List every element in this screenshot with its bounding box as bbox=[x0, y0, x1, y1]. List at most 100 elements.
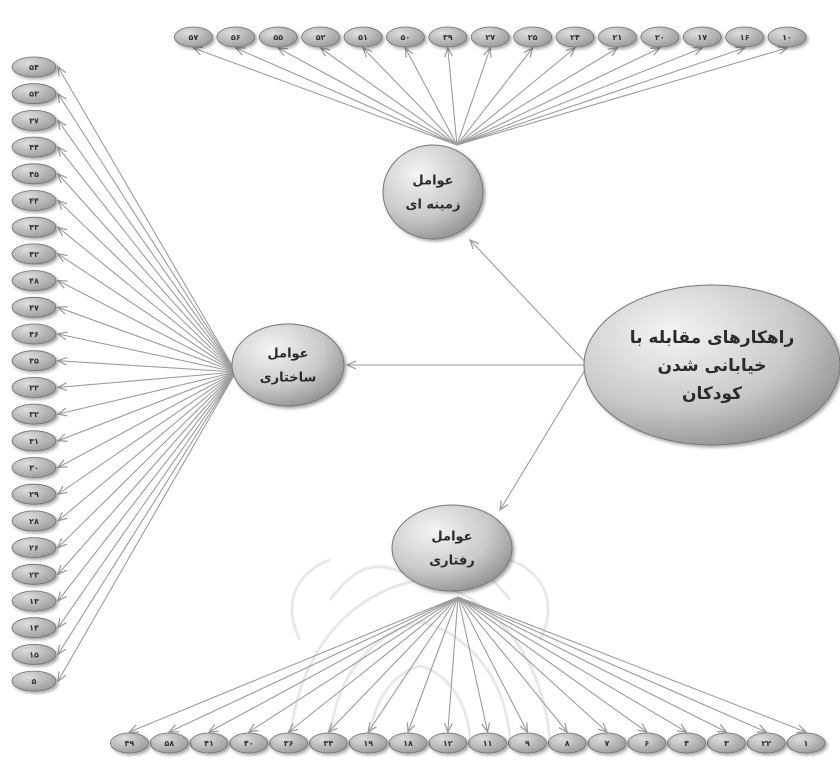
arrow-context-item bbox=[456, 48, 660, 146]
structural-item-label: ۴۵ bbox=[29, 170, 39, 179]
behavioral-item-shape bbox=[229, 732, 269, 754]
structural-item-label: ۴۴ bbox=[29, 143, 39, 152]
structural-item-label: ۵۳ bbox=[29, 90, 39, 99]
structural-item-shape bbox=[11, 350, 57, 372]
context-item: ۵۷ bbox=[173, 26, 213, 48]
arrow-structural-item bbox=[58, 371, 237, 628]
structural-item-shape bbox=[11, 537, 57, 558]
arrow-structural-item bbox=[58, 254, 237, 373]
structural-item: ۲۶ bbox=[11, 537, 57, 558]
structural-item: ۳۷ bbox=[11, 110, 57, 131]
behavioral-node-shape bbox=[391, 504, 513, 592]
context-item: ۲۴ bbox=[555, 26, 595, 48]
context-item: ۵۶ bbox=[216, 26, 256, 48]
context-item-label: ۱۶ bbox=[740, 33, 750, 42]
structural-item: ۴۲ bbox=[11, 243, 57, 265]
behavioral-item-shape bbox=[508, 732, 547, 754]
context-item-shape bbox=[470, 26, 510, 48]
arrow-behavioral-item bbox=[328, 596, 459, 732]
structural-item-shape bbox=[11, 83, 57, 105]
behavioral-item: ۱۸ bbox=[388, 732, 428, 754]
structural-item: ۴۸ bbox=[11, 270, 57, 292]
arrow-behavioral-item bbox=[129, 596, 459, 732]
structural-item-shape bbox=[11, 590, 57, 612]
behavioral-item-label: ۸ bbox=[565, 739, 570, 748]
arrow-structural-item bbox=[58, 371, 237, 654]
behavioral-item-label: ۳۴ bbox=[324, 739, 334, 748]
arrow-structural-item bbox=[58, 94, 237, 373]
arrow-structural-item bbox=[58, 371, 237, 548]
context-item-label: ۵۶ bbox=[231, 33, 241, 42]
arrow-structural-item bbox=[58, 371, 237, 574]
structural-item-label: ۴۶ bbox=[29, 330, 39, 339]
structural-item-label: ۳۷ bbox=[29, 116, 39, 125]
arrow-structural-item bbox=[58, 371, 237, 468]
structural-item-shape bbox=[11, 136, 57, 158]
behavioral-item-shape bbox=[149, 732, 189, 754]
structural-item-label: ۱۵ bbox=[29, 650, 39, 659]
arrow-behavioral-item bbox=[289, 596, 459, 732]
behavioral-item-shape bbox=[786, 732, 826, 754]
context-item-label: ۲۷ bbox=[485, 33, 495, 42]
behavioral-item: ۲۲ bbox=[746, 732, 786, 754]
context-item-label: ۲۵ bbox=[528, 33, 538, 42]
structural-item: ۳۵ bbox=[11, 350, 57, 372]
arrow-behavioral-item bbox=[457, 596, 488, 732]
arrow-root-to-context bbox=[470, 240, 589, 366]
context-item-shape bbox=[258, 26, 298, 48]
context-item-shape bbox=[767, 26, 807, 48]
structural-item: ۱۴ bbox=[11, 617, 57, 639]
behavioral-item: ۱ bbox=[786, 732, 826, 754]
context-item-label: ۲۴ bbox=[570, 33, 580, 42]
root-node-label-line: خیابانی شدن bbox=[658, 356, 767, 376]
root-node-label-line: کودکان bbox=[682, 384, 742, 404]
root-node-shape bbox=[583, 284, 840, 446]
structural-item: ۳۳ bbox=[11, 376, 57, 398]
structural-item-shape bbox=[11, 216, 57, 238]
root-node-label-line: راهکارهای مقابله با bbox=[630, 328, 795, 348]
behavioral-item: ۱۲ bbox=[428, 732, 468, 754]
arrow-context-item bbox=[456, 48, 745, 146]
structural-item-label: ۵ bbox=[32, 677, 37, 686]
context-item: ۱۷ bbox=[682, 26, 722, 48]
behavioral-item: ۹ bbox=[508, 732, 547, 754]
structural-item: ۴۴ bbox=[11, 136, 57, 158]
behavioral-item: ۳ bbox=[707, 732, 746, 754]
behavioral-item: ۱۱ bbox=[468, 732, 508, 754]
behavioral-item: ۶ bbox=[627, 732, 667, 754]
arrow-structural-item bbox=[58, 120, 237, 373]
context-item-label: ۵۱ bbox=[358, 33, 368, 42]
structural-item: ۱۳ bbox=[11, 590, 57, 612]
behavioral-item-label: ۷ bbox=[605, 739, 610, 748]
context-item: ۲۱ bbox=[598, 26, 637, 48]
structural-item-shape bbox=[11, 617, 57, 639]
context-item-label: ۱۰ bbox=[782, 33, 792, 42]
behavioral-item-shape bbox=[308, 732, 348, 754]
context-item-label: ۲۱ bbox=[613, 33, 623, 42]
behavioral-item: ۴ bbox=[667, 732, 706, 754]
structural-item-shape bbox=[11, 163, 57, 185]
behavioral-item-shape bbox=[348, 732, 388, 754]
arrow-behavioral-item bbox=[457, 596, 527, 732]
context-item-shape bbox=[725, 26, 764, 48]
structural-node-label-line: عوامل bbox=[267, 347, 308, 362]
arrow-structural-item bbox=[58, 371, 237, 681]
structural-item-shape bbox=[11, 243, 57, 265]
arrow-behavioral-item bbox=[209, 596, 459, 732]
behavioral-item: ۴۹ bbox=[109, 732, 149, 754]
behavioral-item-label: ۳۶ bbox=[284, 739, 294, 748]
nodes-layer: راهکارهای مقابله با خیابانی شدن کودکان عوام… bbox=[231, 144, 840, 592]
structural-item-shape bbox=[11, 644, 57, 665]
structural-item-shape bbox=[11, 190, 57, 211]
behavioral-item-label: ۹ bbox=[525, 739, 530, 748]
context-item-shape bbox=[640, 26, 680, 48]
behavioral-item-shape bbox=[388, 732, 428, 754]
structural-item-label: ۳۲ bbox=[29, 410, 39, 419]
structural-item-shape bbox=[11, 510, 57, 532]
context-item-shape bbox=[682, 26, 722, 48]
arrow-structural-item bbox=[58, 201, 237, 373]
arrow-behavioral-item bbox=[457, 596, 607, 732]
